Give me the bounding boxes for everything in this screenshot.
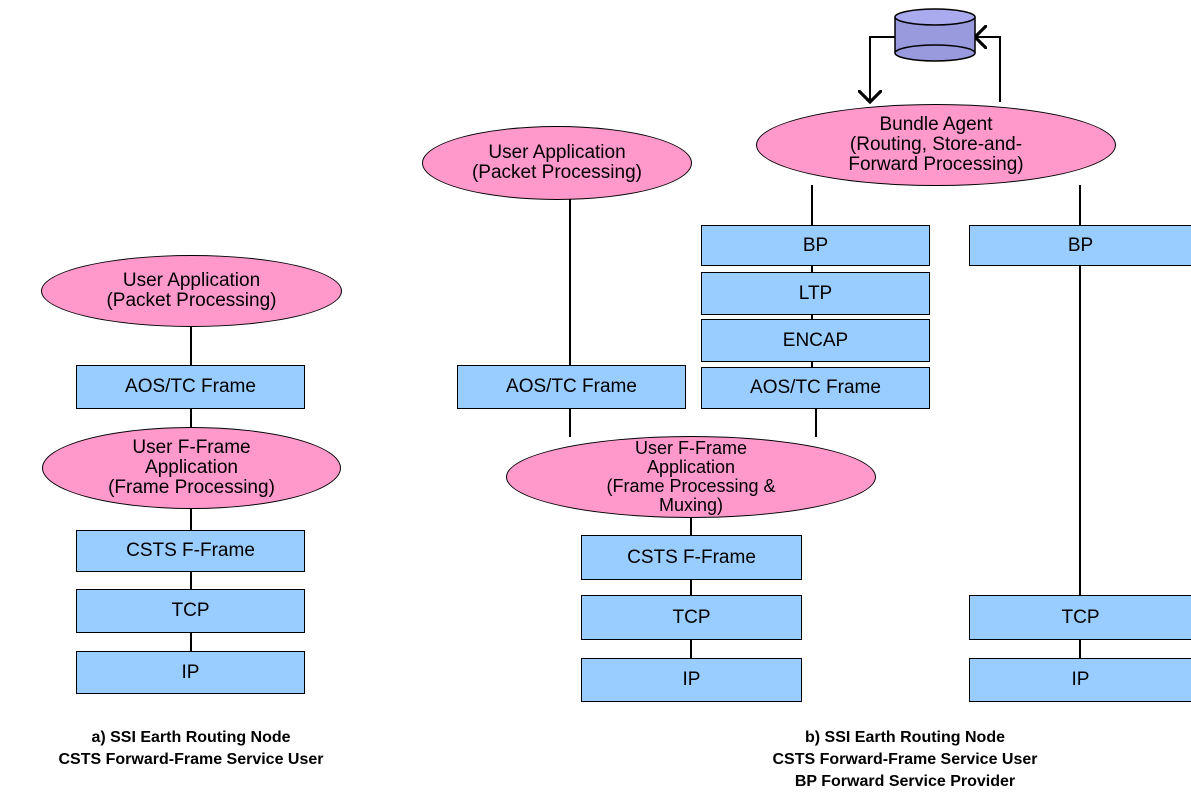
ellipse-line: User F-Frame [635, 438, 747, 458]
caption-line: BP Forward Service Provider [794, 773, 1016, 790]
tcp-box-a: TCP [76, 589, 305, 633]
ip-box-b: IP [581, 658, 802, 702]
ellipse-line: Application [646, 457, 736, 477]
user-fframe-application-ellipse-a: User F-Frame Application (Frame Processi… [42, 427, 341, 509]
ellipse-line: User F-Frame [132, 437, 251, 458]
aos-tc-frame-box-a: AOS/TC Frame [76, 365, 305, 409]
bp-box-left: BP [701, 225, 930, 266]
csts-fframe-box-a: CSTS F-Frame [76, 530, 305, 572]
caption-line: CSTS Forward-Frame Service User [58, 751, 324, 768]
csts-fframe-box-b: CSTS F-Frame [581, 535, 802, 580]
caption-line: a) SSI Earth Routing Node [91, 729, 291, 746]
aos-tc-frame-box-b-left: AOS/TC Frame [457, 365, 686, 409]
ellipse-line: (Frame Processing & [606, 476, 776, 496]
ellipse-line: (Frame Processing) [108, 477, 275, 498]
ltp-box: LTP [701, 272, 930, 315]
caption-a: a) SSI Earth Routing Node CSTS Forward-F… [0, 727, 382, 771]
ellipse-line: Muxing) [658, 495, 724, 515]
database-cylinder-icon [894, 8, 976, 62]
ip-box-a: IP [76, 651, 305, 694]
ellipse-line: (Packet Processing) [471, 162, 642, 183]
bp-box-right: BP [969, 225, 1191, 266]
ellipse-line: (Routing, Store-and- [849, 134, 1023, 155]
ellipse-line: Bundle Agent [879, 114, 993, 135]
ip-box-b-right: IP [969, 658, 1191, 702]
ellipse-line: User Application [488, 142, 626, 163]
user-application-ellipse-a: User Application (Packet Processing) [41, 255, 342, 327]
bundle-agent-ellipse: Bundle Agent (Routing, Store-and- Forwar… [756, 104, 1116, 186]
ellipse-line: User Application [122, 270, 261, 291]
caption-b: b) SSI Earth Routing Node CSTS Forward-F… [690, 727, 1120, 793]
ellipse-line: Forward Processing) [848, 154, 1024, 175]
tcp-box-b: TCP [581, 595, 802, 640]
tcp-box-b-right: TCP [969, 595, 1191, 640]
user-fframe-application-ellipse-b: User F-Frame Application (Frame Processi… [506, 436, 876, 518]
ellipse-line: Application [145, 457, 238, 478]
user-application-ellipse-b: User Application (Packet Processing) [422, 126, 692, 200]
caption-line: b) SSI Earth Routing Node [805, 729, 1005, 746]
caption-line: CSTS Forward-Frame Service User [772, 751, 1038, 768]
aos-tc-frame-box-b-right: AOS/TC Frame [701, 367, 930, 409]
ellipse-line: (Packet Processing) [106, 290, 277, 311]
encap-box: ENCAP [701, 319, 930, 362]
